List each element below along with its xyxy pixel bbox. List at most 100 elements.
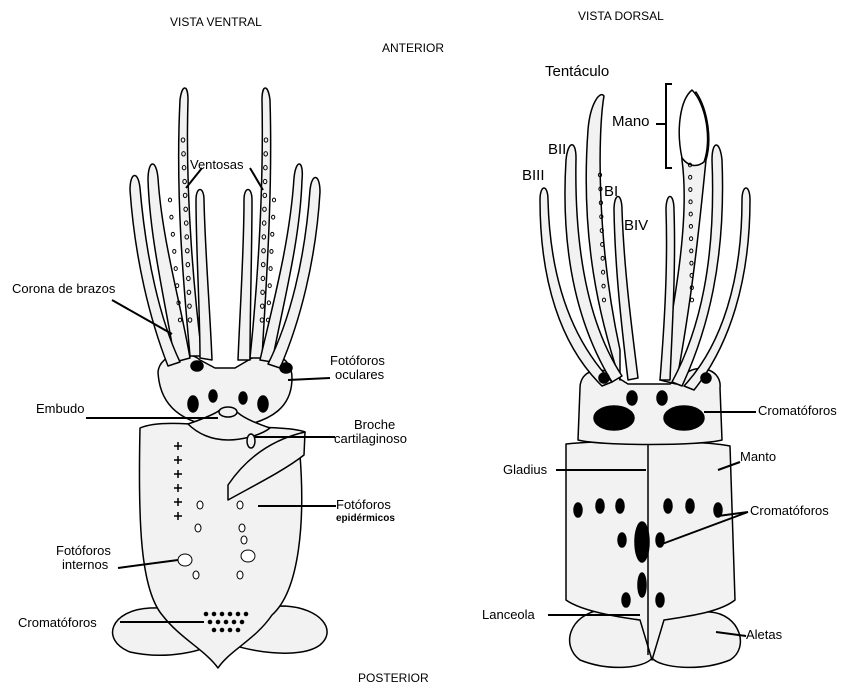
label-biii: BIII [522,168,545,183]
dorsal-chromatophore [618,533,626,547]
label-fotoforos-oculares-2: oculares [335,368,384,381]
ventral-photophore [228,612,232,616]
dorsal-chromatophore [656,533,664,547]
ventral-photophore [241,536,247,544]
dorsal-chromatophore [596,499,604,513]
leader-fotoforos-oculares [288,378,330,380]
ventral-photophore [224,620,228,624]
label-corona-de-brazos: Corona de brazos [12,282,115,295]
sucker [267,301,270,305]
ventral-photophore [208,620,212,624]
ventral-photophore [216,620,220,624]
dorsal-squid [540,90,750,667]
label-biv: BIV [624,218,648,233]
label-manto: Manto [740,450,776,463]
sucker [690,298,693,302]
sucker [269,267,272,271]
ventral-photophore [178,554,192,566]
label-cromatoforos-top: Cromatóforos [758,404,837,417]
dorsal-chromatophore [656,593,664,607]
dorsal-chromatophore [686,499,694,513]
label-lanceola: Lanceola [482,608,535,621]
ventral-photophore [212,612,216,616]
ventral-eye-spot [191,361,203,371]
label-fotoforos-oculares-1: Fotóforos [330,354,385,367]
ventral-head-spot [239,392,247,404]
heading-anterior: ANTERIOR [382,42,444,54]
sucker [272,198,275,202]
dorsal-chromatophore [657,391,667,405]
ventral-photophore [220,628,224,632]
ventral-photophore [193,571,199,579]
label-fotoforos-internos-1: Fotóforos [56,544,111,557]
ventral-arm [238,190,252,361]
ventral-photophore [212,628,216,632]
sucker [271,232,274,236]
dorsal-chromatophore [635,522,649,562]
ventral-photophore [232,620,236,624]
ventral-photophore [220,612,224,616]
ventral-photophore [236,628,240,632]
heading-posterior: POSTERIOR [358,672,429,684]
ventral-photophore [241,550,255,562]
ventral-broche [247,434,255,448]
heading-vista-ventral: VISTA VENTRAL [170,16,262,28]
sucker [270,250,273,254]
sucker [168,198,171,202]
dorsal-chromatophore [574,503,582,517]
ventral-photophore [237,501,243,509]
heading-vista-dorsal: VISTA DORSAL [578,10,664,22]
sucker [174,267,177,271]
label-bi: BI [604,184,618,199]
ventral-photophore [197,501,203,509]
dorsal-chromatophore [638,573,646,597]
sucker [272,215,275,219]
dorsal-chromatophore [622,593,630,607]
mano-bracket [666,84,672,168]
dorsal-chromatophore [616,499,624,513]
ventral-photophore [204,612,208,616]
ventral-photophore [228,628,232,632]
sucker [266,318,269,322]
sucker [170,215,173,219]
ventral-eye-spot [280,363,292,373]
label-broche-2: cartilaginoso [334,432,407,445]
sucker [268,284,271,288]
dorsal-eye-spot [701,373,711,383]
sucker [173,250,176,254]
ventral-head-spot [209,390,217,402]
label-cromatoforos-ventral: Cromatóforos [18,616,97,629]
label-embudo: Embudo [36,402,84,415]
dorsal-chromatophore [594,406,634,430]
label-gladius: Gladius [503,463,547,476]
ventral-photophore [195,524,201,532]
label-fotoforos-epidermicos-1: Fotóforos [336,498,391,511]
ventral-photophore [237,571,243,579]
ventral-photophore [240,620,244,624]
dorsal-eye-spot [599,373,609,383]
label-fotoforos-internos-2: internos [62,558,108,571]
ventral-head-spot [258,396,268,412]
ventral-squid [113,88,328,668]
label-tentaculo: Tentáculo [545,64,609,79]
label-fotoforos-epidermicos-2: epidérmicos [336,514,395,524]
label-bii: BII [548,142,566,157]
label-aletas: Aletas [746,628,782,641]
dorsal-chromatophore [627,391,637,405]
label-ventosas: Ventosas [190,158,244,171]
dorsal-chromatophore [664,499,672,513]
ventral-photophore [236,612,240,616]
ventral-photophore [244,612,248,616]
sucker [176,284,179,288]
ventral-head-spot [188,396,198,412]
label-cromatoforos-mid: Cromatóforos [750,504,829,517]
ventral-photophore [239,524,245,532]
sucker [171,232,174,236]
ventral-arm [250,88,271,358]
dorsal-mano [679,90,707,165]
label-broche-1: Broche [354,418,395,431]
dorsal-chromatophore [664,406,704,430]
label-mano: Mano [612,114,650,129]
